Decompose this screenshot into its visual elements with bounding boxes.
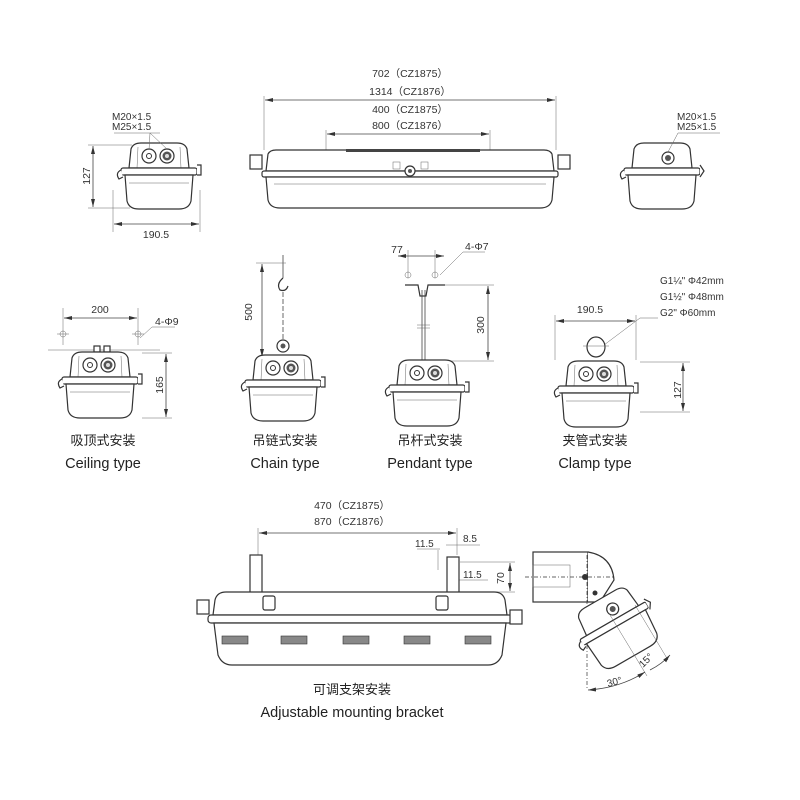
ceiling-holes: 4-Φ9 xyxy=(155,316,179,328)
pipe-size-3: G2" Φ60mm xyxy=(660,308,715,319)
dim-a: 11.5 xyxy=(415,539,434,550)
pendant-type: 77 4-Φ7 300 吊杆式安装 Pendant type xyxy=(384,241,494,472)
angle-30: 30° xyxy=(606,675,623,690)
thread-label-2: M25×1.5 xyxy=(112,122,152,133)
dim-c: 11.5 xyxy=(463,570,482,581)
thread-label-1: M20×1.5 xyxy=(112,112,152,123)
ceiling-type: 200 4-Φ9 165 吸顶式安装 Ceiling type xyxy=(48,304,179,472)
pendant-length: 300 xyxy=(475,316,487,334)
pendant-spacing: 77 xyxy=(391,244,403,256)
bracket-spacing-alt: 870（CZ1876） xyxy=(314,516,390,528)
thread-label-2: M25×1.5 xyxy=(677,122,717,133)
side-view: 702（CZ1875） 1314（CZ1876） 400（CZ1875） 800… xyxy=(249,68,571,209)
dim-b: 8.5 xyxy=(463,534,477,545)
mount-spacing: 400（CZ1875） xyxy=(372,104,448,116)
pipe-size-1: G1¼" Φ42mm xyxy=(660,275,724,287)
caption-en: Chain type xyxy=(250,456,319,472)
overall-length: 702（CZ1875） xyxy=(372,68,448,80)
mount-spacing-alt: 800（CZ1876） xyxy=(372,120,448,132)
end-view-right: M20×1.5 M25×1.5 xyxy=(619,112,720,210)
caption-en: Clamp type xyxy=(558,456,631,472)
thread-label-1: M20×1.5 xyxy=(677,112,717,123)
caption-cn: 吊杆式安装 xyxy=(397,434,462,449)
caption-cn: 可调支架安装 xyxy=(313,683,391,698)
bracket-spacing: 470（CZ1875） xyxy=(314,500,390,512)
caption-en: Adjustable mounting bracket xyxy=(261,705,444,721)
caption-cn: 夹管式安装 xyxy=(562,434,627,449)
caption-cn: 吊链式安装 xyxy=(252,434,317,449)
width-dimension: 190.5 xyxy=(143,229,169,241)
dim-d: 70 xyxy=(495,572,507,584)
clamp-height: 127 xyxy=(672,381,684,399)
ceiling-spacing: 200 xyxy=(91,304,109,316)
clamp-width: 190.5 xyxy=(577,304,603,316)
caption-cn: 吸顶式安装 xyxy=(70,434,135,449)
angle-15: 15° xyxy=(637,652,655,670)
pipe-size-2: G1½" Φ48mm xyxy=(660,292,724,303)
bracket-side-view: 470（CZ1875） 870（CZ1876） 11.5 8.5 11.5 70… xyxy=(196,500,523,721)
end-view-left: M20×1.5 M25×1.5 127 190.5 xyxy=(81,112,202,241)
chain-length: 500 xyxy=(243,303,255,321)
pendant-holes: 4-Φ7 xyxy=(465,241,489,253)
ceiling-height: 165 xyxy=(154,376,166,394)
bracket-tilt-view: 15° 30° xyxy=(525,551,671,692)
caption-en: Pendant type xyxy=(387,456,472,472)
overall-length-alt: 1314（CZ1876） xyxy=(369,86,451,98)
caption-en: Ceiling type xyxy=(65,456,141,472)
height-dimension: 127 xyxy=(81,167,93,185)
clamp-type: G1¼" Φ42mm G1½" Φ48mm G2" Φ60mm 190.5 12… xyxy=(553,275,724,472)
chain-type: 500 吊链式安装 Chain type xyxy=(240,255,326,472)
